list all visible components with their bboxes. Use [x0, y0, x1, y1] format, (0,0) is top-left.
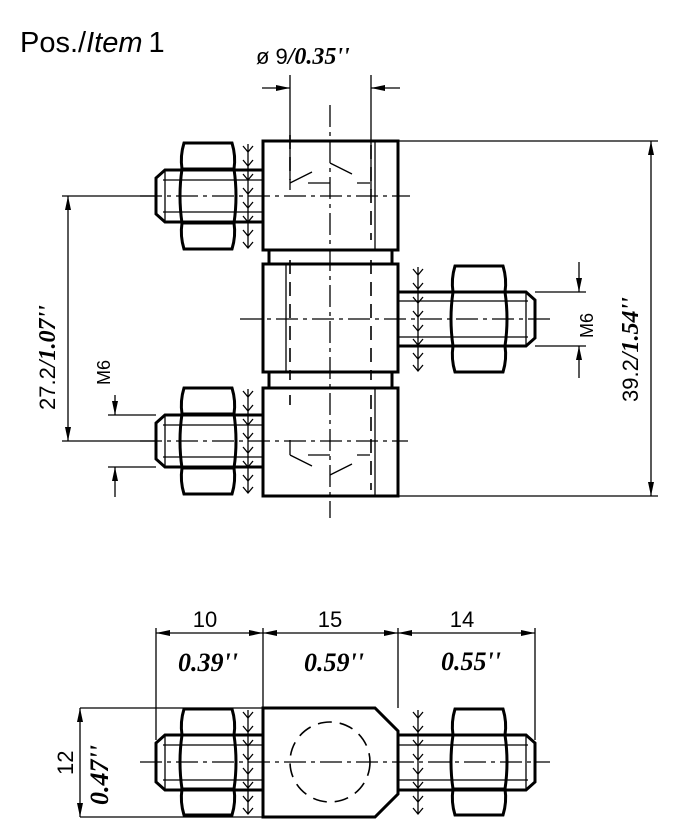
spacing-mm: 27.2	[35, 367, 60, 410]
bolt-right	[398, 707, 537, 817]
dim-in-3: 0.55''	[441, 647, 501, 676]
thread-label-left: M6	[94, 360, 114, 385]
title-pos: Pos./	[20, 27, 87, 59]
diameter-symbol: ø	[256, 44, 269, 69]
thread-extension-left	[108, 414, 156, 468]
stud	[154, 733, 263, 792]
height-in: /1.54''	[618, 297, 644, 361]
dim-mm-1: 10	[193, 607, 217, 632]
chain-extension-lines	[155, 628, 536, 740]
height-extension-lines	[398, 140, 658, 497]
bore-detail-lower	[289, 440, 370, 476]
spacing-extension-lines	[62, 195, 155, 442]
bolt-lower-left	[154, 386, 263, 496]
width-mm: 12	[53, 751, 78, 775]
title-item: Item	[86, 27, 142, 59]
thread-label-right: M6	[577, 313, 597, 338]
height-dimension: 39.2/1.54''	[618, 297, 644, 402]
dim-in-1: 0.39''	[178, 648, 238, 677]
bolt-right	[398, 264, 537, 374]
middle-block	[261, 262, 400, 374]
bore-detail-upper	[289, 162, 370, 184]
bottom-view: 10 15 14 0.39'' 0.59'' 0.55'' 12 0.47''	[53, 607, 550, 819]
bolt-upper-left	[154, 141, 263, 251]
block-end-view	[261, 706, 400, 819]
diameter-extension-lines	[289, 75, 372, 190]
diameter-mm: 9	[275, 44, 287, 69]
spacing-in: /1.07''	[35, 305, 61, 369]
dim-in-2: 0.59''	[304, 648, 364, 677]
width-in: 0.47''	[85, 745, 114, 805]
bolt-left	[154, 707, 263, 817]
thread-extension-right	[535, 291, 586, 347]
height-mm: 39.2	[618, 359, 643, 402]
dim-mm-3: 14	[450, 607, 474, 632]
hidden-bore-lines	[289, 135, 372, 490]
dim-mm-2: 15	[318, 607, 342, 632]
spacing-dimension: 27.2/1.07''	[35, 305, 61, 410]
diameter-in: /0.35''	[286, 44, 350, 70]
title-number: 1	[149, 27, 165, 59]
block-necks	[267, 250, 394, 388]
